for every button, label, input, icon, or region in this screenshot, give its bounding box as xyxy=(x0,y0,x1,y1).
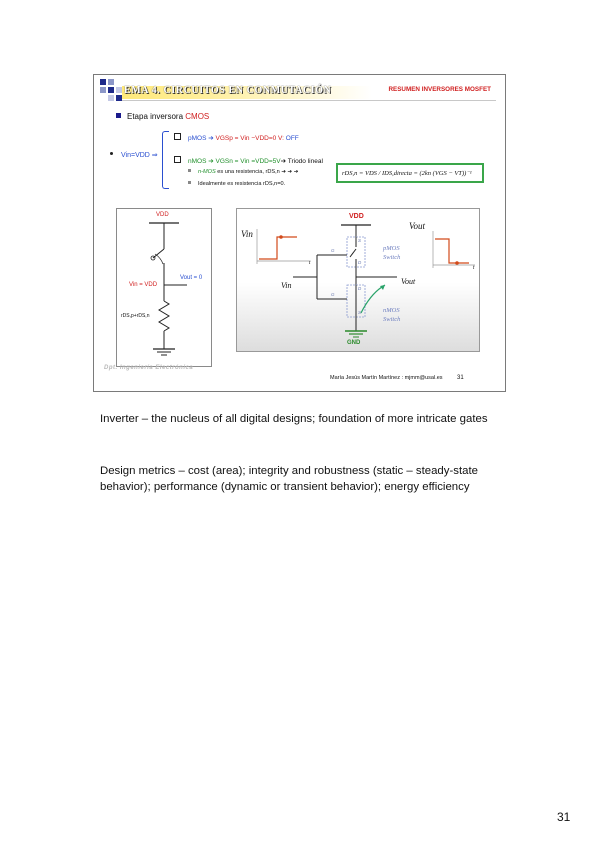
nmos-switch-sub: Switch xyxy=(383,316,401,323)
header-square xyxy=(100,87,106,93)
gnd-label: GND xyxy=(347,340,361,346)
header-square xyxy=(108,87,114,93)
sub-bullet-text: es una resistencia, rDS,n ➔ ➔ ➔ xyxy=(215,169,299,175)
header-square xyxy=(100,79,106,85)
sub-bullet-dot xyxy=(188,169,191,172)
header-square xyxy=(116,87,122,93)
vin-condition-text: Vin=VDD ⇒ xyxy=(121,152,158,159)
vin-plot-time: t xyxy=(309,260,311,266)
pmos-label: pMOS ➔ xyxy=(188,135,216,142)
formula-box: rDS,n = VDS / IDS,directa = (2kn (VGS − … xyxy=(336,163,484,183)
pmos-drain-label: D xyxy=(358,260,362,265)
vout-plot-time: t xyxy=(473,265,475,271)
header-square xyxy=(116,95,122,101)
nmos-switch-label: nMOS xyxy=(383,307,400,314)
switch-diagram: VDD Vin = VDD Vout = 0 rDS,p+rDS,n xyxy=(116,208,212,367)
vin-plot-label: Vin xyxy=(241,229,253,239)
left-vin-label: Vin = VDD xyxy=(129,282,158,288)
nmos-drain-label: D xyxy=(358,286,362,291)
bullet-box xyxy=(174,156,181,163)
vin-condition: Vin=VDD ⇒ xyxy=(110,151,158,159)
header-divider xyxy=(122,100,496,101)
pmos-gate-label: G xyxy=(331,248,335,253)
vout-node-label: Vout xyxy=(401,277,416,286)
vin-node-label: Vin xyxy=(281,281,292,290)
left-vdd-label: VDD xyxy=(156,212,169,218)
nmos-equation: VGSn = Vin =VDD=5V xyxy=(215,158,281,165)
footer-logo: Dpt. Ingeniería Electrónica xyxy=(104,365,194,371)
pmos-equation: VGSp = Vin −VDD=0 V: xyxy=(215,135,286,142)
cmos-diagram-svg xyxy=(256,224,475,338)
nmos-line: nMOS ➔ VGSn = Vin =VDD=5V➔ Triodo lineal xyxy=(174,156,323,165)
note-inverter: Inverter – the nucleus of all digital de… xyxy=(100,413,488,425)
cmos-vdd-label: VDD xyxy=(349,213,364,220)
switch-diagram-svg xyxy=(149,222,187,356)
formula-text: rDS,n = VDS / IDS,directa = (2kn (VGS − … xyxy=(342,170,472,177)
pmos-state: OFF xyxy=(285,135,299,142)
sub-bullet-prefix: n-MOS xyxy=(198,169,216,175)
nmos-state: ➔ Triodo lineal xyxy=(280,158,323,165)
pmos-switch-sub: Switch xyxy=(383,254,401,261)
pmos-source-label: S xyxy=(358,238,362,243)
slide: EMA 4. CIRCUITOS EN CONMUTACIÓN RESUMEN … xyxy=(93,74,506,392)
footer-author: María Jesús Martín Martínez : mjmm@usal.… xyxy=(330,375,443,381)
header-square xyxy=(108,79,114,85)
sub-bullet-text: Idealmente es resistencia rDS,n=0. xyxy=(198,181,286,187)
nmos-gate-label: G xyxy=(331,292,335,297)
slide-number: 31 xyxy=(457,375,464,381)
page-number: 31 xyxy=(557,810,571,824)
left-vout-label: Vout = 0 xyxy=(180,275,203,281)
pmos-switch-label: pMOS xyxy=(383,245,400,252)
vout-plot-label: Vout xyxy=(409,221,426,231)
header-square xyxy=(108,95,114,101)
left-res-label: rDS,p+rDS,n xyxy=(121,313,150,319)
brace xyxy=(162,131,169,189)
slide-header: EMA 4. CIRCUITOS EN CONMUTACIÓN RESUMEN … xyxy=(94,75,505,105)
bullet-box xyxy=(174,133,181,140)
bullet-highlight: CMOS xyxy=(185,112,210,121)
header-band xyxy=(122,86,372,99)
note-design-metrics: Design metrics – cost (area); integrity … xyxy=(100,465,478,493)
bullet-dot xyxy=(110,152,113,155)
cmos-diagram: Vin t Vout t VDD Vin Vout G S D G D S pM… xyxy=(236,208,480,352)
pmos-line: pMOS ➔ VGSp = Vin −VDD=0 V: OFF xyxy=(174,133,299,142)
sub-bullet-resistance: n-MOS es una resistencia, rDS,n ➔ ➔ ➔ xyxy=(188,169,299,175)
nmos-label: nMOS ➔ xyxy=(188,158,216,165)
sub-bullet-dot xyxy=(188,181,191,184)
slide-title: EMA 4. CIRCUITOS EN CONMUTACIÓN xyxy=(124,85,332,96)
bullet-square xyxy=(116,113,121,118)
nmos-source-label: S xyxy=(358,310,362,315)
bullet-text: Etapa inversora xyxy=(127,112,186,121)
slide-subtitle: RESUMEN INVERSORES MOSFET xyxy=(388,86,491,93)
sub-bullet-ideal: Idealmente es resistencia rDS,n=0. xyxy=(188,181,285,187)
bullet-etapa: Etapa inversora CMOS xyxy=(116,112,209,121)
